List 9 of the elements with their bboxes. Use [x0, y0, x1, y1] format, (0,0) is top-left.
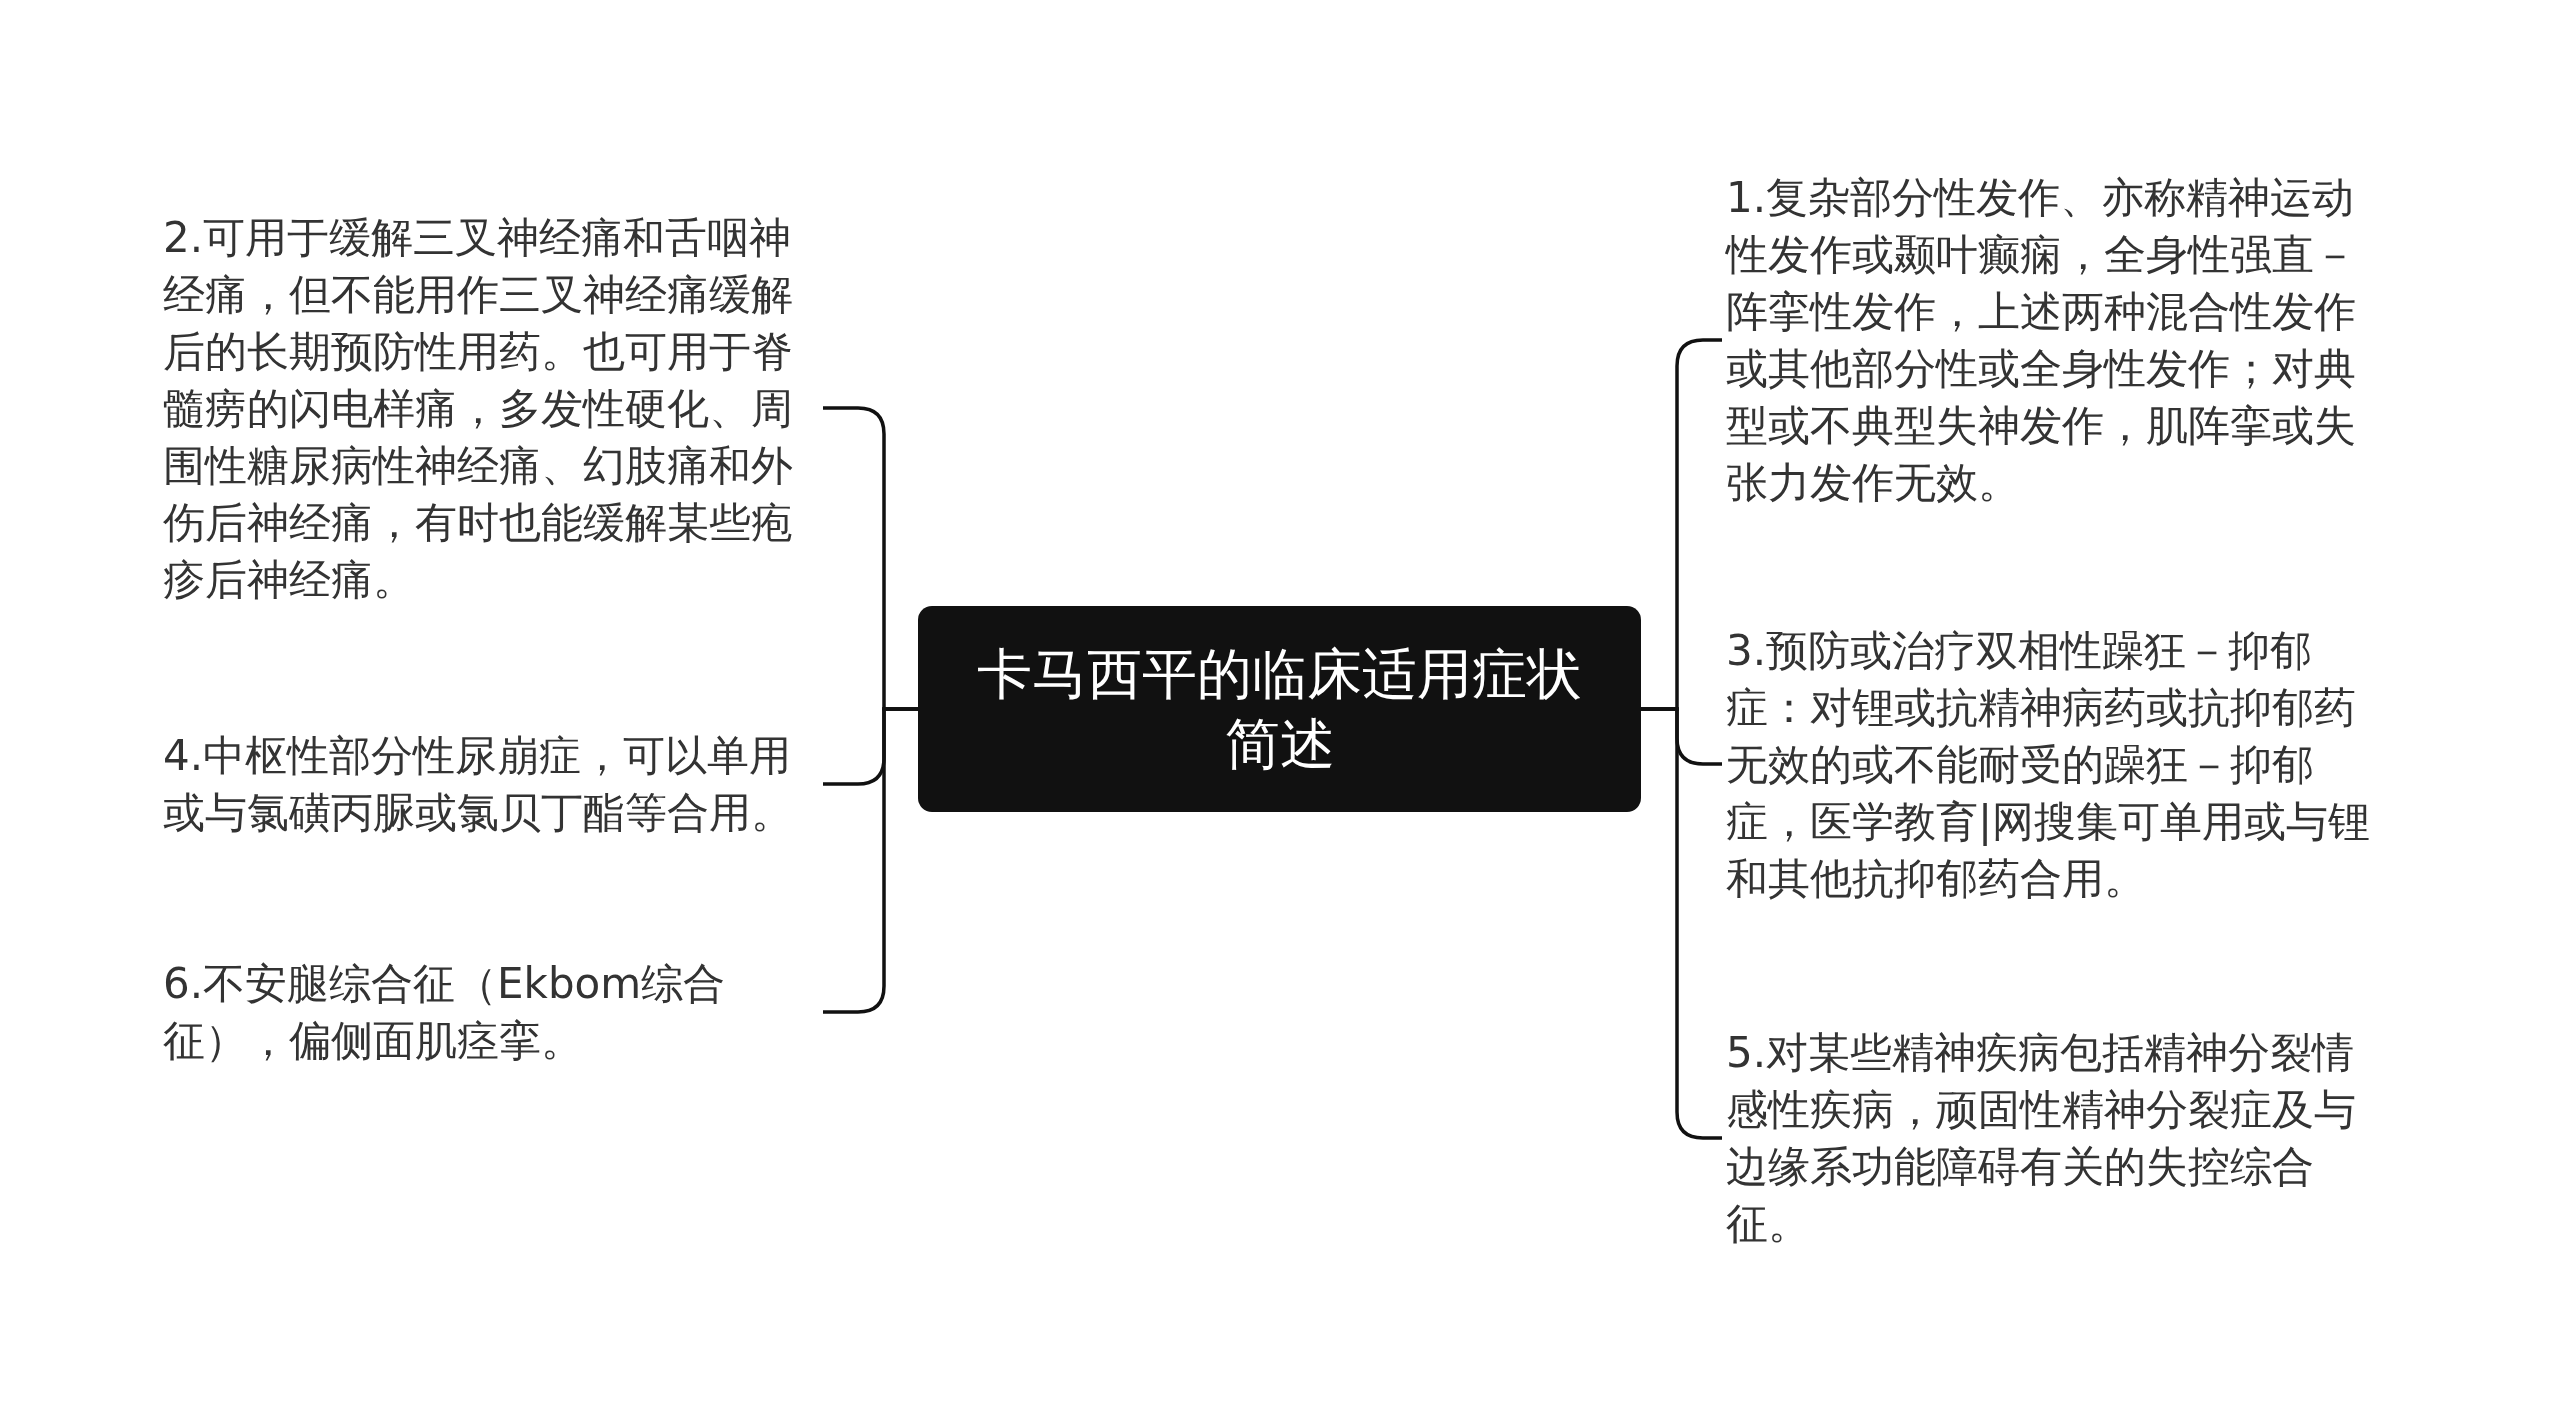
connector-line — [1641, 707, 1722, 1140]
connector-line — [823, 707, 918, 1014]
topic-text: 6.不安腿综合征（Ekbom综合征），偏侧面肌痉挛。 — [163, 955, 823, 1069]
topic-text: 1.复杂部分性发作、亦称精神运动性发作或颞叶癫痫，全身性强直－阵挛性发作，上述两种混合性发作或其他部分性或全身性发作；对典型或不典型失神发作，肌阵挛或失张力发作无效。 — [1726, 169, 2386, 511]
topic-box: 卡马西平的临床适用症状简述 — [918, 606, 1641, 812]
topic-text: 3.预防或治疗双相性躁狂－抑郁症：对锂或抗精神病药或抗抑郁药无效的或不能耐受的躁狂－抑郁症，医学教育|网搜集可单用或与锂和其他抗抑郁药合用。 — [1726, 621, 2386, 907]
topic-text: 5.对某些精神疾病包括精神分裂情感性疾病，顽固性精神分裂症及与边缘系功能障碍有关的失控综合征。 — [1726, 1024, 2386, 1252]
topic-text: 4.中枢性部分性尿崩症，可以单用或与氯磺丙脲或氯贝丁酯等合用。 — [163, 727, 823, 841]
topic-text: 2.可用于缓解三叉神经痛和舌咽神经痛，但不能用作三叉神经痛缓解后的长期预防性用药。也可用于脊髓痨的闪电样痛，多发性硬化、周围性糖尿病性神经痛、幻肢痛和外伤后神经痛，有时也能缓解某些疱疹后神经痛。 — [163, 208, 823, 608]
